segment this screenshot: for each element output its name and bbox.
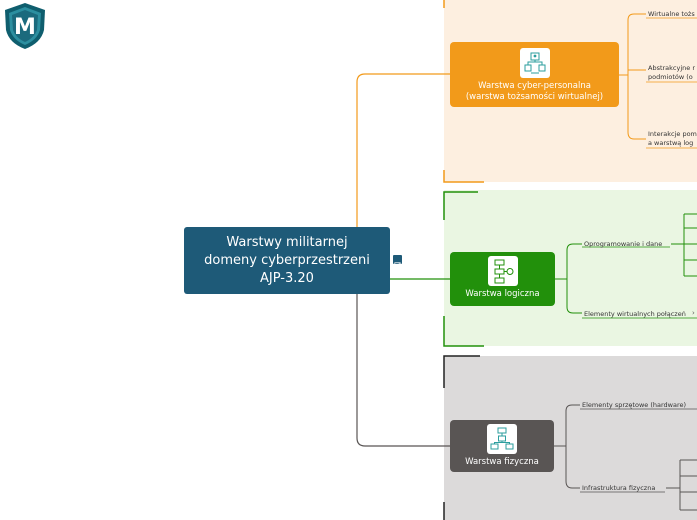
root-topic[interactable]: Warstwy militarnej domeny cyberprzestrze… — [184, 227, 390, 294]
cyber-child-2b: podmiotów (o — [648, 73, 693, 81]
flowchart-icon — [487, 256, 518, 286]
logo-letter: M — [14, 15, 36, 40]
shield-m-logo: M — [3, 2, 47, 50]
cyber-title-line1: Warstwa cyber-personalna — [478, 81, 591, 91]
physical-layer-node[interactable]: Warstwa fizyczna — [450, 420, 554, 472]
user-network-icon — [519, 48, 550, 78]
cyber-title-line2: (warstwa tożsamości wirtualnej) — [465, 92, 604, 102]
cyber-child-3b: a warstwą log — [648, 139, 694, 147]
note-icon[interactable] — [393, 255, 402, 269]
cyber-personal-layer-node[interactable]: Warstwa cyber-personalna (warstwa tożsam… — [450, 42, 619, 107]
cyber-child-3a[interactable]: Interakcje pom — [648, 130, 697, 138]
physical-child-hardware[interactable]: Elementy sprzętowe (hardware) — [582, 401, 687, 409]
cyber-child-1[interactable]: Wirtualne tożs — [648, 10, 695, 18]
collapse-arrow-icon[interactable]: › — [692, 309, 695, 317]
root-title-line1: Warstwy militarnej — [226, 234, 348, 250]
network-topology-icon — [487, 424, 517, 454]
physical-title: Warstwa fizyczna — [465, 457, 539, 467]
logical-title: Warstwa logiczna — [465, 289, 540, 299]
logical-child-virtual-links[interactable]: Elementy wirtualnych połączeń — [584, 310, 686, 318]
root-title-line3: AJP-3.20 — [260, 270, 314, 286]
cyber-child-2a[interactable]: Abstrakcyjne r — [648, 64, 696, 72]
root-title-line2: domeny cyberprzestrzeni — [204, 252, 370, 268]
physical-child-infrastructure[interactable]: Infrastruktura fizyczna — [582, 484, 656, 492]
logical-child-software[interactable]: Oprogramowanie i dane — [584, 240, 663, 248]
logical-layer-node[interactable]: Warstwa logiczna — [450, 252, 555, 306]
